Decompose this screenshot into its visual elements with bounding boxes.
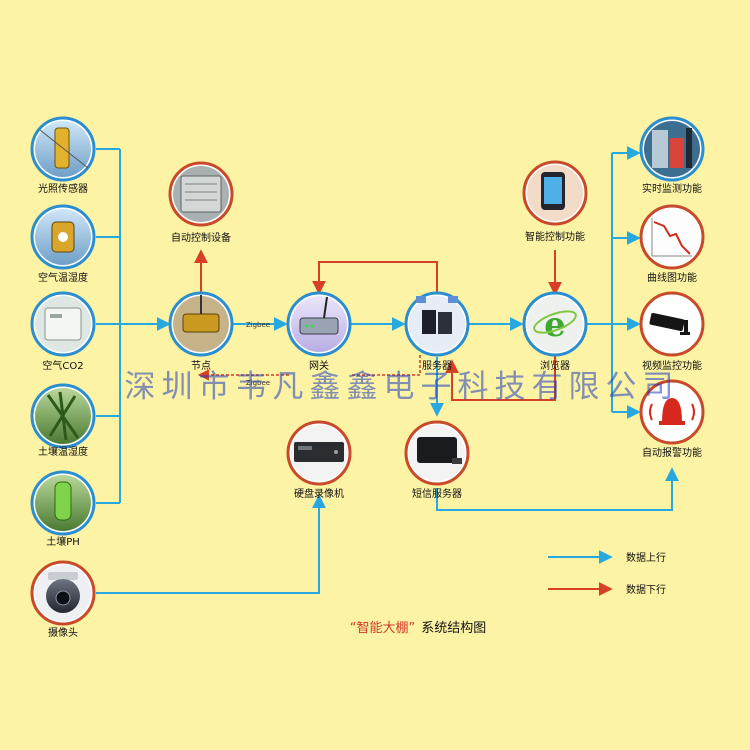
server-node: 服务器	[404, 291, 470, 372]
watermark-text: 深圳市韦凡鑫鑫电子科技有限公司	[125, 369, 680, 405]
auto-alarm-label: 自动报警功能	[642, 446, 702, 459]
gateway-server-links	[312, 261, 438, 376]
fan-icon	[180, 175, 222, 213]
zigbee-up-label: Zigbee	[246, 321, 270, 329]
air-co2-label: 空气CO2	[42, 359, 83, 372]
smart-control-label: 智能控制功能	[525, 230, 585, 243]
server-label: 服务器	[422, 359, 452, 372]
sms-alarm-link	[436, 467, 679, 511]
browser-function-links	[587, 146, 641, 419]
title-open-quote: “	[350, 621, 357, 636]
sms-server-label: 短信服务器	[412, 487, 462, 500]
soil-ph-node: 土壤PH	[30, 470, 96, 548]
title-close-quote: ”	[409, 621, 416, 636]
video-monitor-label: 视频监控功能	[642, 359, 702, 372]
camera-label: 摄像头	[48, 626, 78, 639]
line-chart-icon	[651, 218, 692, 257]
sms-server-node: 短信服务器	[404, 420, 470, 500]
air-temp-humidity-node: 空气温湿度	[30, 204, 96, 284]
light-sensor-node: 光照传感器	[30, 116, 96, 195]
ph-sensor-icon	[54, 481, 72, 521]
zigbee-down-label: Zigbee	[246, 379, 270, 387]
gateway-node: 网关	[286, 291, 352, 372]
auto-control-device-label: 自动控制设备	[171, 231, 231, 244]
auto-control-device-node: 自动控制设备	[168, 161, 234, 244]
title-main: 智能大棚	[356, 621, 408, 636]
soil-temp-humidity-node: 土壤温湿度	[30, 383, 96, 458]
alarm-bell-icon	[649, 398, 695, 425]
node-node: 节点	[168, 291, 234, 372]
soil-sensor-icon	[46, 391, 80, 441]
gateway-router-icon	[299, 296, 339, 335]
diagram-title: “智能大棚” 系统结构图	[350, 621, 487, 636]
dvr-node: 硬盘录像机	[286, 420, 352, 500]
camera-dvr-link	[96, 494, 326, 594]
air-co2-node: 空气CO2	[30, 291, 96, 372]
cctv-camera-icon	[649, 312, 690, 335]
light-sensor-label: 光照传感器	[38, 182, 88, 195]
curve-chart-label: 曲线图功能	[647, 271, 697, 284]
soil-temp-humidity-label: 土壤温湿度	[38, 445, 88, 458]
dvr-label: 硬盘录像机	[294, 487, 344, 500]
smartphone-icon	[541, 172, 565, 210]
sensor-bus-lines	[96, 148, 171, 504]
dvr-recorder-icon	[294, 442, 344, 462]
legend-down-label: 数据下行	[626, 583, 666, 596]
title-rest: 系统结构图	[421, 621, 486, 636]
camera-node: 摄像头	[30, 560, 96, 639]
server-browser-links	[430, 250, 562, 417]
node-label: 节点	[191, 360, 211, 372]
legend-up-label: 数据上行	[626, 551, 666, 564]
sms-modem-icon	[417, 437, 462, 464]
realtime-monitor-node: 实时监测功能	[639, 116, 705, 195]
air-temp-humidity-label: 空气温湿度	[38, 271, 88, 284]
wireless-node-icon	[182, 295, 220, 333]
monitoring-scene-icon	[652, 128, 692, 168]
legend: 数据上行 数据下行	[548, 550, 666, 596]
curve-chart-node: 曲线图功能	[639, 204, 705, 284]
soil-ph-label: 土壤PH	[46, 535, 80, 548]
smart-control-node: 智能控制功能	[522, 160, 588, 243]
realtime-monitor-label: 实时监测功能	[642, 182, 702, 195]
gateway-label: 网关	[309, 359, 329, 372]
browser-node: e 浏览器	[522, 291, 588, 372]
auto-alarm-node: 自动报警功能	[639, 379, 705, 459]
server-icon	[416, 296, 458, 334]
co2-sensor-icon	[44, 307, 82, 341]
video-monitor-node: 视频监控功能	[639, 291, 705, 372]
browser-e-icon: e	[533, 305, 577, 345]
browser-label: 浏览器	[540, 359, 570, 372]
camera-icon	[46, 572, 80, 613]
